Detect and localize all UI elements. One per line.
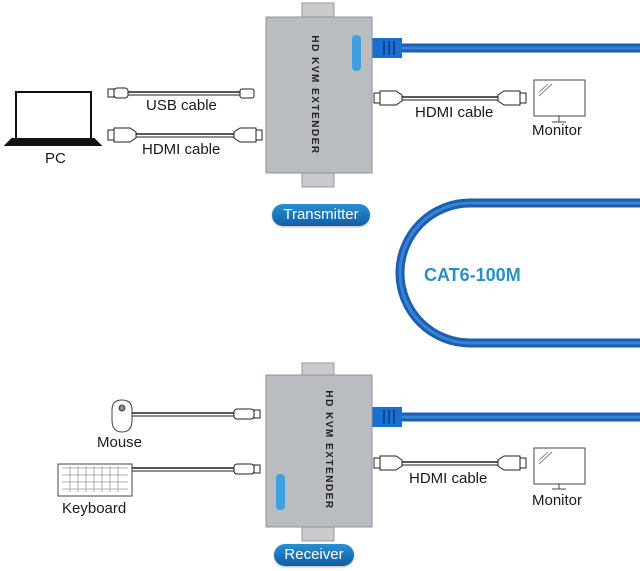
rj45-plug-bottom [372,407,402,427]
usb-cable-mouse [132,408,261,420]
usb-cable-pc [107,87,255,99]
monitor-bottom-label: Monitor [532,492,583,509]
hdmi-cable-rx-monitor [373,455,527,471]
monitor-icon-top [533,79,586,123]
hdmi-cable-pc-label: HDMI cable [142,141,221,158]
transmitter-device-text: HD KVM EXTENDER [309,35,320,154]
transmitter-badge: Transmitter [272,204,370,226]
usb-cable-keyboard [132,463,261,475]
receiver-badge: Receiver [274,544,354,566]
receiver-device-text: HD KVM EXTENDER [323,390,334,509]
hdmi-cable-tx-monitor [373,90,527,106]
rj45-plug-top [372,38,402,58]
monitor-top-label: Monitor [532,122,583,139]
mouse-icon [111,399,133,433]
pc-label: PC [45,150,66,167]
hdmi-cable-tx-label: HDMI cable [415,104,494,121]
monitor-icon-bottom [533,447,586,490]
usb-cable-label: USB cable [146,97,217,114]
mouse-label: Mouse [97,434,143,451]
hdmi-cable-pc [107,127,263,143]
transmitter-device [265,2,373,188]
cat6-cable-label: CAT6-100M [424,265,521,285]
receiver-device [265,362,373,542]
keyboard-label: Keyboard [62,500,127,517]
hdmi-cable-rx-label: HDMI cable [409,470,488,487]
keyboard-icon [57,463,133,497]
laptop-icon [3,91,103,146]
